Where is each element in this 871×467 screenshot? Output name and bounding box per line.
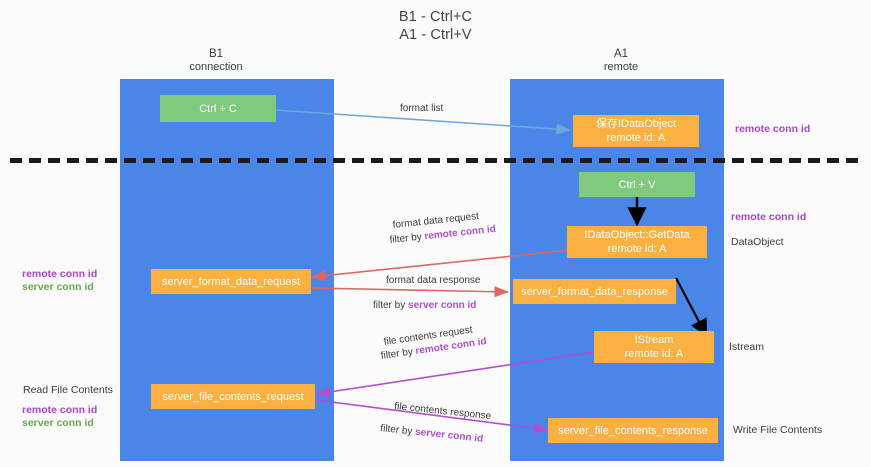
note-text: Read File Contents	[23, 384, 113, 396]
edge-label-format-list: format list	[400, 102, 443, 115]
note-left-read-file-contents: Read File Contents	[23, 384, 113, 398]
note-text: Write File Contents	[733, 424, 823, 436]
column-header-right-role: remote	[603, 61, 639, 73]
box-ctrl-v-label: Ctrl + V	[618, 178, 656, 191]
note-text: remote conn id	[731, 211, 807, 223]
box-server-file-contents-response[interactable]: server_file_contents_response	[548, 418, 718, 443]
arrow-format-data-response	[311, 286, 509, 298]
note-left-mid-remote-conn-id: remote conn id	[22, 268, 97, 282]
box-getdata-line2: remote id: A	[607, 243, 667, 255]
box-idataobject-getdata[interactable]: IDataObject::GetData remote id: A	[567, 226, 707, 258]
box-istream-line2: remote id: A	[624, 348, 684, 360]
lane-left-bottom	[120, 161, 334, 461]
column-header-left-name: B1	[208, 48, 224, 60]
title-line-1: B1 - Ctrl+C	[398, 9, 473, 25]
note-left-bot-server-conn-id: server conn id	[22, 417, 94, 431]
filter-key-server-conn-id: server conn id	[414, 426, 484, 445]
note-text: remote conn id	[22, 268, 98, 280]
box-server-file-contents-request[interactable]: server_file_contents_request	[151, 384, 315, 409]
box-server-format-data-request-label: server_format_data_request	[161, 275, 301, 288]
filter-prefix: filter by	[389, 231, 426, 246]
box-istream[interactable]: IStream remote id: A	[594, 331, 714, 363]
box-server-file-contents-request-label: server_file_contents_request	[162, 390, 304, 403]
box-istream-line1: IStream	[634, 334, 674, 346]
section-divider	[10, 158, 861, 163]
edge-label-file-contents-response: file contents response	[394, 400, 492, 423]
page-title: B1 - Ctrl+C A1 - Ctrl+V	[0, 8, 871, 44]
note-left-bot-remote-conn-id: remote conn id	[22, 404, 97, 418]
note-text: remote conn id	[735, 123, 811, 135]
title-line-2: A1 - Ctrl+V	[399, 27, 472, 43]
box-save-idataobject-line1: 保存IDataObject	[595, 118, 677, 130]
box-server-format-data-request[interactable]: server_format_data_request	[151, 269, 311, 294]
note-right-mid-remote-conn-id: remote conn id	[731, 211, 806, 225]
note-text: DataObject	[731, 236, 784, 248]
box-getdata-line1: IDataObject::GetData	[584, 229, 690, 241]
edge-label-format-data-response: format data response	[386, 274, 481, 287]
note-right-istream: Istream	[729, 341, 764, 355]
filter-prefix: filter by	[379, 422, 416, 438]
box-server-file-contents-response-label: server_file_contents_response	[558, 424, 708, 437]
box-save-idataobject[interactable]: 保存IDataObject remote id: A	[573, 115, 699, 147]
filter-prefix: filter by	[380, 346, 417, 362]
box-ctrl-c-label: Ctrl + C	[199, 102, 237, 115]
column-header-right-name: A1	[613, 48, 629, 60]
note-right-dataobject: DataObject	[731, 236, 784, 250]
note-text: remote conn id	[22, 404, 98, 416]
filter-key-server-conn-id: server conn id	[408, 300, 477, 311]
column-header-left-role: connection	[189, 61, 243, 73]
note-text: server conn id	[22, 417, 94, 429]
column-header-left: B1 connection	[126, 48, 306, 74]
edge-label-file-contents-response-text: file contents response	[393, 400, 492, 423]
note-right-top-remote-conn-id: remote conn id	[735, 123, 810, 137]
note-text: server conn id	[22, 281, 94, 293]
column-header-right: A1 remote	[531, 48, 711, 74]
note-text: Istream	[729, 341, 765, 353]
box-ctrl-v[interactable]: Ctrl + V	[579, 172, 695, 197]
filter-prefix: filter by	[373, 300, 409, 311]
note-right-write-file-contents: Write File Contents	[733, 424, 822, 438]
box-server-format-data-response[interactable]: server_format_data_response	[513, 279, 676, 304]
edge-label-file-contents-response-filter: filter by server conn id	[380, 422, 484, 446]
edge-label-format-data-response-filter: filter by server conn id	[373, 299, 476, 312]
note-left-mid-server-conn-id: server conn id	[22, 281, 94, 295]
box-ctrl-c[interactable]: Ctrl + C	[160, 95, 276, 122]
edge-label-format-list-text: format list	[400, 103, 444, 114]
lane-right-bottom	[510, 161, 724, 461]
edge-label-format-data-response-text: format data response	[386, 275, 481, 286]
box-save-idataobject-line2: remote id: A	[606, 132, 666, 144]
box-server-format-data-response-label: server_format_data_response	[521, 285, 668, 298]
